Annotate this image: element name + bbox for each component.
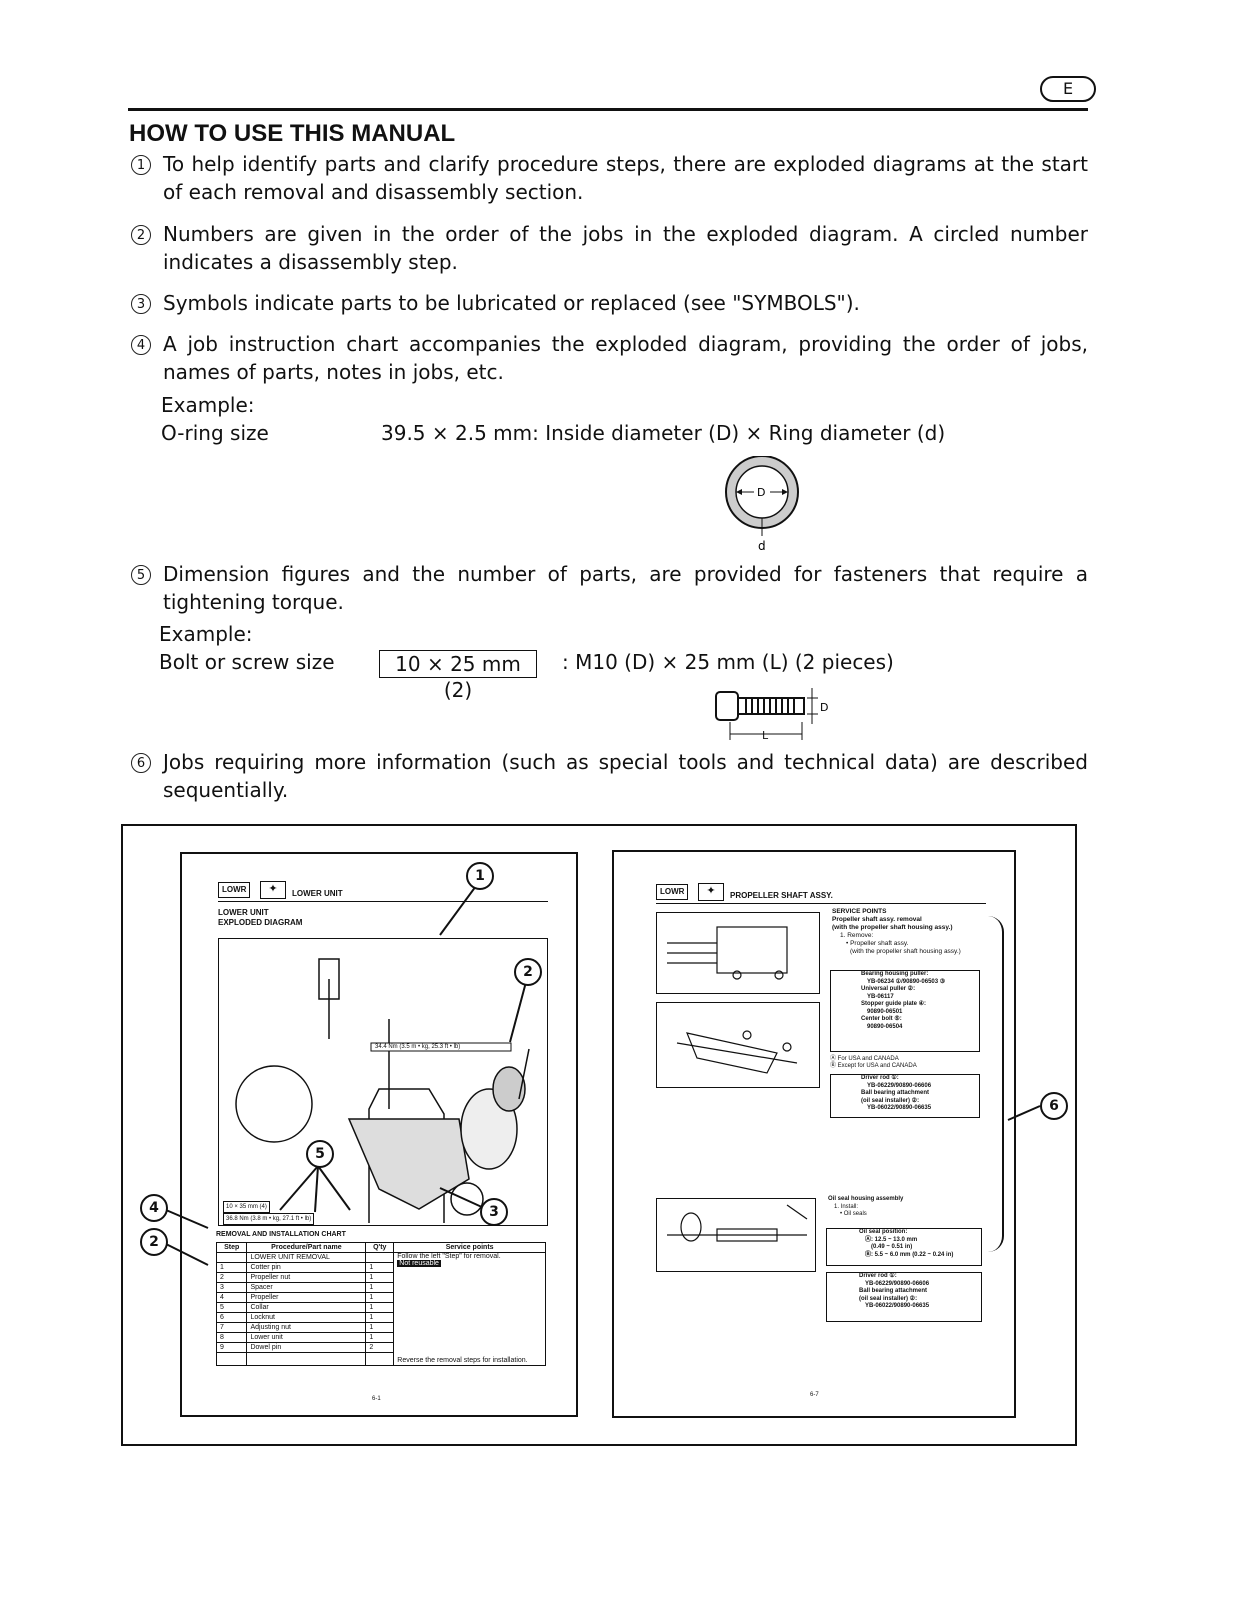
photo-c-illustration xyxy=(667,1204,808,1242)
oring-D-label: D xyxy=(757,486,765,499)
bolt-size-value: : M10 (D) × 25 mm (L) (2 pieces) xyxy=(562,650,894,674)
photo-c xyxy=(656,1198,816,1272)
section-tag: LOWR xyxy=(656,884,689,900)
photo-b-illustration xyxy=(676,1030,798,1074)
oring-size-label: O-ring size xyxy=(161,421,269,445)
item-text: To help identify parts and clarify proce… xyxy=(163,152,1088,204)
item-text: Dimension figures and the number of part… xyxy=(163,562,1088,614)
language-badge: E xyxy=(1040,76,1096,102)
callout-6: 6 xyxy=(1040,1092,1068,1120)
brace xyxy=(988,916,1004,1252)
subtitle: LOWER UNIT xyxy=(218,908,269,917)
bolt-size-box: 10 × 25 mm (2) xyxy=(379,650,537,702)
bolt-L-label: L xyxy=(762,729,769,742)
callout-1: 1 xyxy=(466,862,494,890)
section-title: LOWER UNIT xyxy=(292,889,343,898)
bolt-size-label: Bolt or screw size xyxy=(159,650,335,674)
footer-note: Reverse the removal steps for installati… xyxy=(397,1357,528,1364)
item-number: 2 xyxy=(131,225,151,245)
item-number: 3 xyxy=(131,294,151,314)
removal-chart: Step Procedure/Part name Q'ty Service po… xyxy=(215,1242,546,1366)
photo-a-illustration xyxy=(667,926,788,980)
tool-box-3: Driver rod ①: YB-06229/90890-06606 Ball … xyxy=(826,1272,982,1322)
item-text: Numbers are given in the order of the jo… xyxy=(163,222,1088,274)
photo-a xyxy=(656,912,820,994)
page-number: 6-1 xyxy=(372,1396,381,1402)
oring-diagram: D d xyxy=(725,456,799,553)
section-title: PROPELLER SHAFT ASSY. xyxy=(730,891,833,900)
sample-page-left: LOWR ✦ LOWER UNIT LOWER UNIT EXPLODED DI… xyxy=(180,852,578,1417)
instruction-item-5: 5 Dimension figures and the number of pa… xyxy=(131,560,1091,620)
instruction-item-3: 3 Symbols indicate parts to be lubricate… xyxy=(131,289,1091,319)
torque-spec: 36.8 Nm (3.8 m • kg, 27.1 ft • lb) xyxy=(223,1213,315,1225)
page-title: HOW TO USE THIS MANUAL xyxy=(129,120,456,147)
header-rule xyxy=(128,108,1088,111)
callout-4: 4 xyxy=(140,1194,168,1222)
service-note: Follow the left "Step" for removal. xyxy=(397,1253,501,1260)
photo-b xyxy=(656,1002,820,1088)
example-label: Example: xyxy=(161,393,255,417)
oil-seal-steps: Oil seal housing assembly 1. Install: • … xyxy=(828,1196,904,1217)
instruction-item-4: 4 A job instruction chart accompanies th… xyxy=(131,330,1091,390)
callout-5: 5 xyxy=(306,1140,334,1168)
callout-2: 2 xyxy=(514,958,542,986)
subtitle: EXPLODED DIAGRAM xyxy=(218,918,303,927)
item-text: A job instruction chart accompanies the … xyxy=(163,332,1088,384)
region-notes: Ⓐ For USA and CANADA Ⓑ Except for USA an… xyxy=(830,1056,917,1069)
example-label: Example: xyxy=(159,622,253,646)
sample-pages-frame xyxy=(121,824,1077,1446)
tool-box-1: Bearing housing puller: YB-06234 ①/90890… xyxy=(830,970,980,1052)
bolt-spec: 10 × 35 mm (4) xyxy=(223,1201,270,1213)
callout-2-chart: 2 xyxy=(140,1228,168,1256)
header-rule xyxy=(656,903,986,904)
bolt-diagram: D L xyxy=(715,688,828,742)
oring-d-label: d xyxy=(758,539,766,553)
section-tag: LOWR xyxy=(218,882,251,898)
section-icon: ✦ xyxy=(698,883,724,901)
instruction-item-2: 2 Numbers are given in the order of the … xyxy=(131,220,1091,280)
item-text: Symbols indicate parts to be lubricated … xyxy=(163,291,860,315)
service-points: SERVICE POINTS Propeller shaft assy. rem… xyxy=(832,908,961,955)
item-number: 6 xyxy=(131,753,151,773)
exploded-diagram-box: 34.4 Nm (3.5 m • kg, 25.3 ft • lb) 10 × … xyxy=(218,938,548,1229)
instruction-item-6: 6 Jobs requiring more information (such … xyxy=(131,748,1091,808)
sample-page-right: LOWR ✦ PROPELLER SHAFT ASSY. SERVICE POI… xyxy=(612,850,1016,1418)
tool-box-2: Driver rod ①: YB-06229/90890-06606 Ball … xyxy=(830,1074,980,1118)
item-number: 4 xyxy=(131,335,151,355)
header-rule xyxy=(218,901,548,902)
torque-spec: 34.4 Nm (3.5 m • kg, 25.3 ft • lb) xyxy=(375,1044,461,1050)
oring-size-value: 39.5 × 2.5 mm: Inside diameter (D) × Rin… xyxy=(381,421,946,445)
item-number: 1 xyxy=(131,155,151,175)
instruction-item-1: 1 To help identify parts and clarify pro… xyxy=(131,150,1091,210)
not-reusable-badge: Not reusable xyxy=(397,1260,441,1267)
oil-seal-box: Oil seal position: Ⓐ: 12.5 ~ 13.0 mm (0.… xyxy=(826,1228,982,1266)
item-number: 5 xyxy=(131,565,151,585)
item-text: Jobs requiring more information (such as… xyxy=(163,750,1088,802)
chart-title: REMOVAL AND INSTALLATION CHART xyxy=(216,1231,346,1238)
section-icon: ✦ xyxy=(260,881,286,899)
bolt-D-label: D xyxy=(820,701,828,714)
exploded-diagram xyxy=(235,958,530,1229)
page-number: 6-7 xyxy=(810,1392,819,1398)
callout-3: 3 xyxy=(480,1198,508,1226)
